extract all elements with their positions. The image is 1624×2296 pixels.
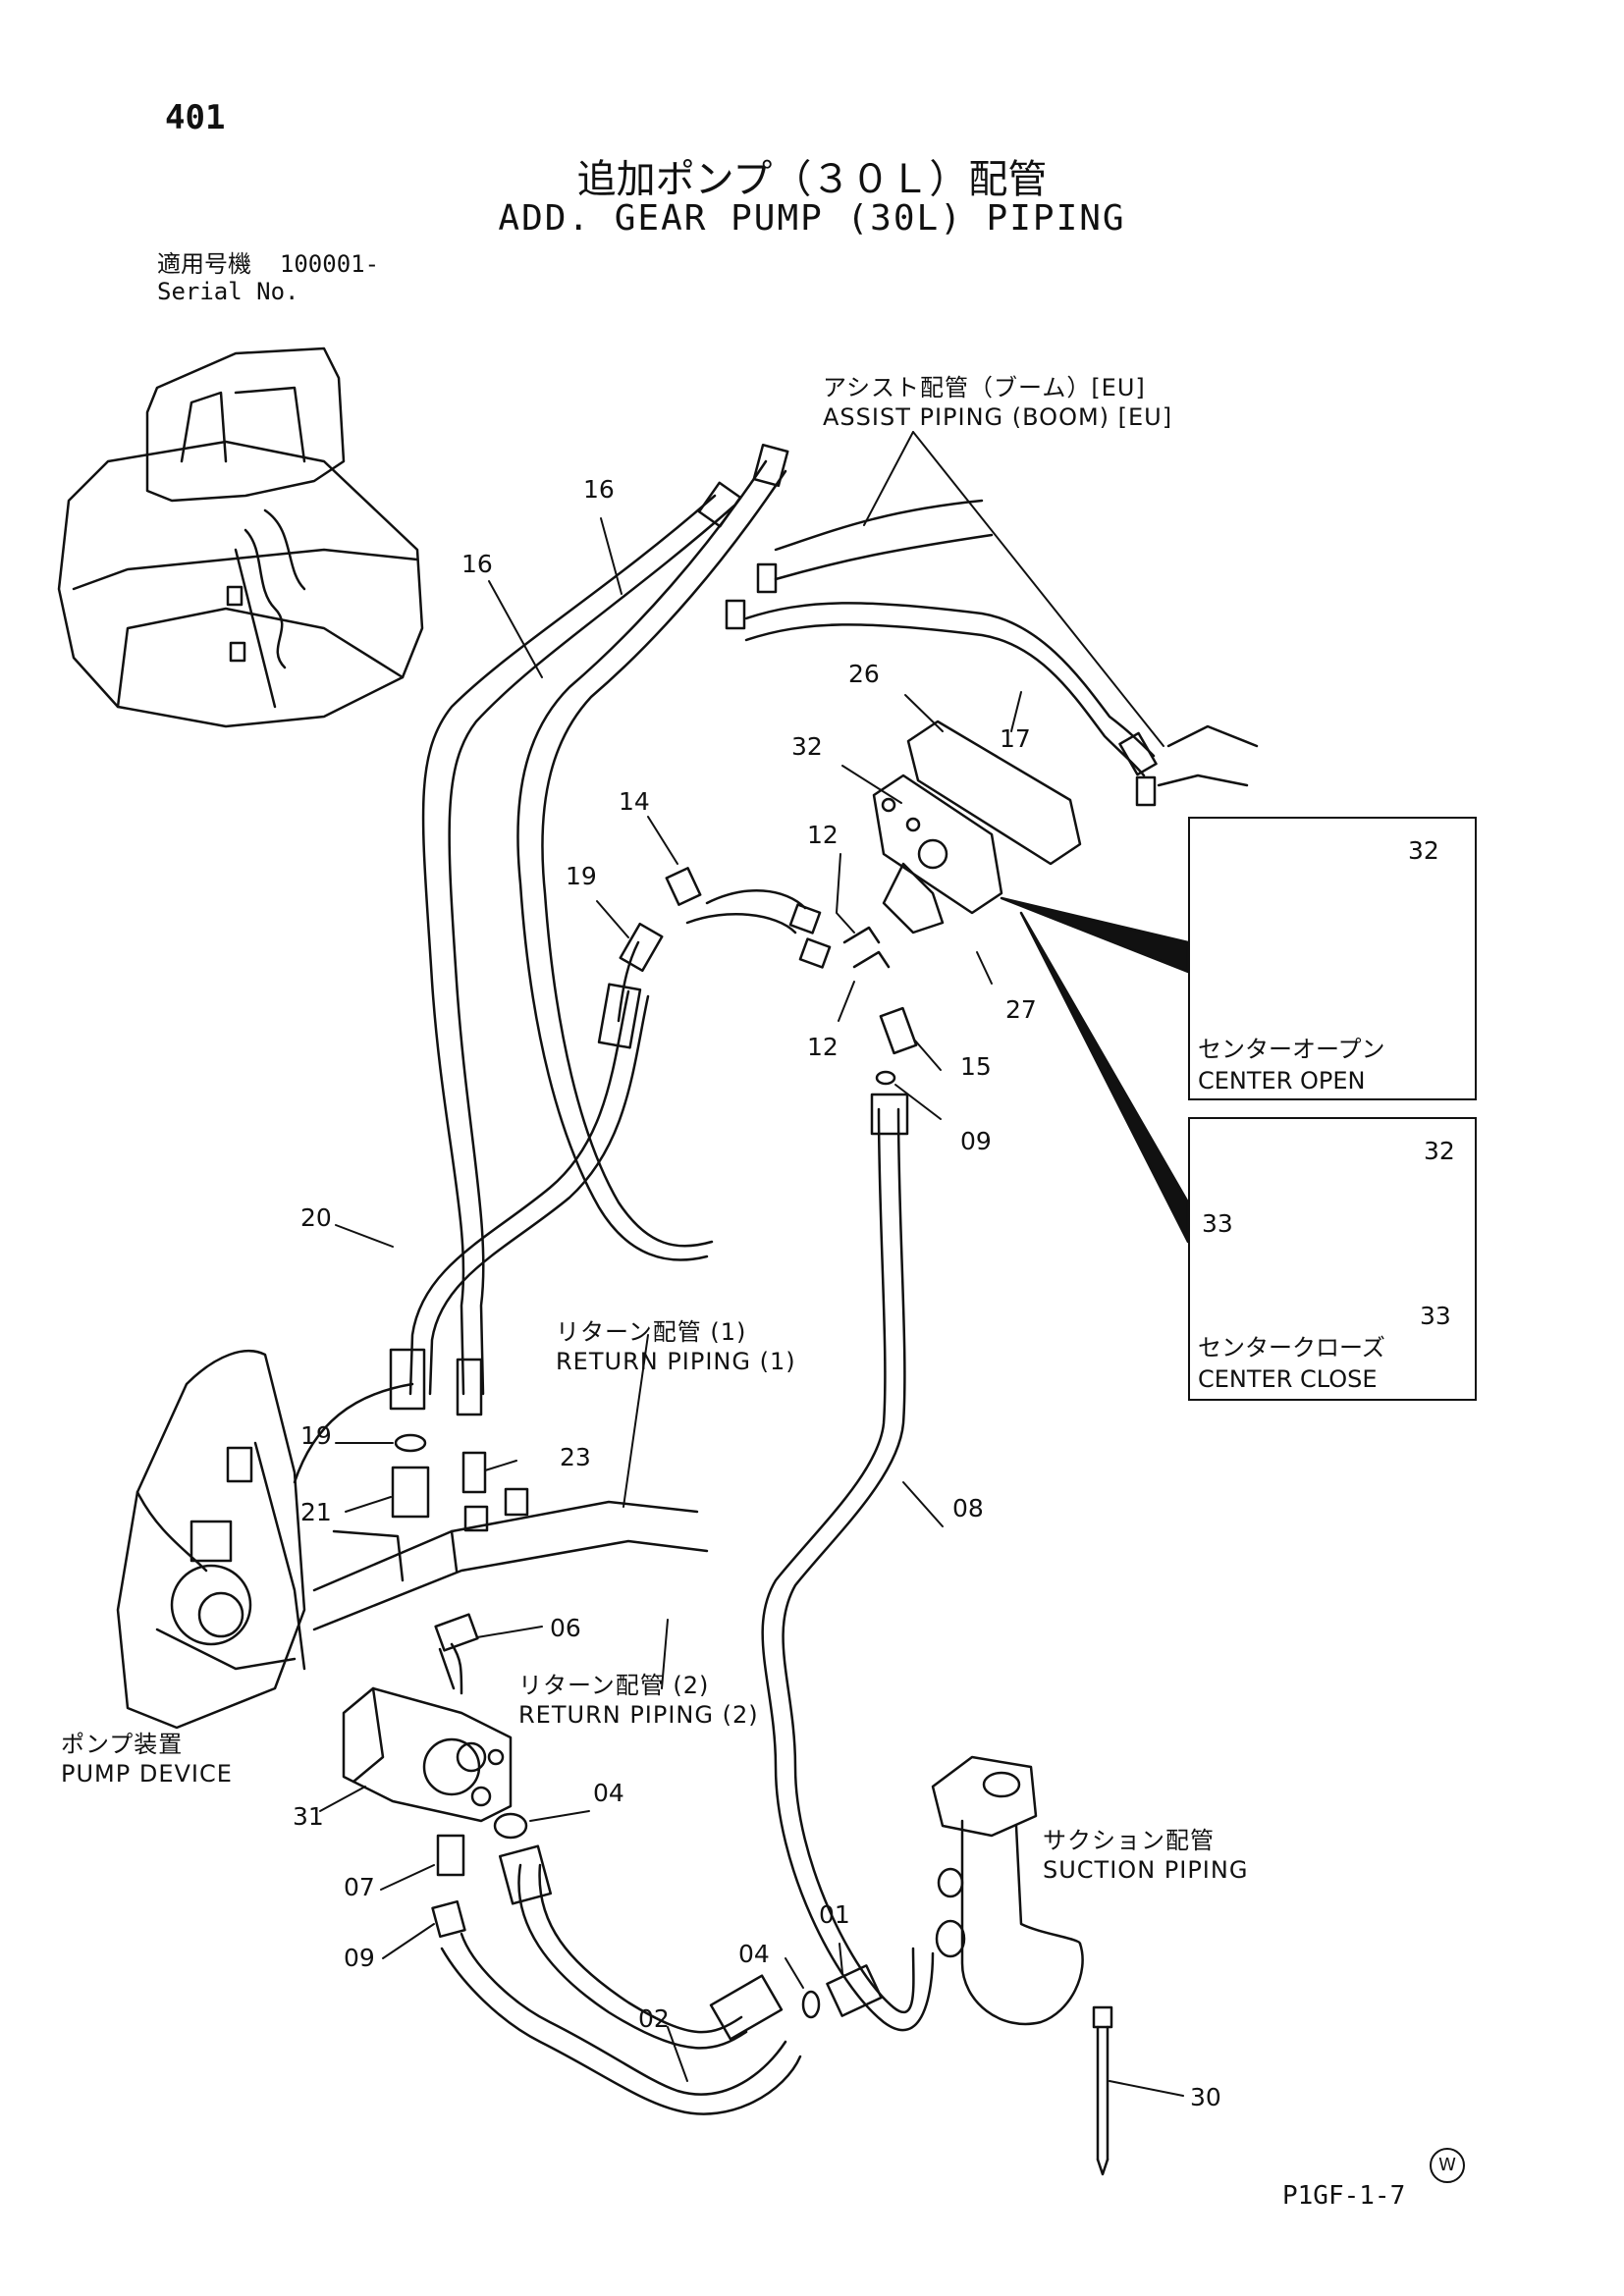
suction-piping-label-jp: サクション配管 (1043, 1827, 1215, 1854)
part-number-19-lower: 19 (300, 1421, 332, 1450)
part-number-12-upper: 12 (807, 821, 839, 849)
assist-piping-label: アシスト配管（ブーム）[EU] ASSIST PIPING (BOOM) [EU… (823, 373, 1172, 432)
part-number-14: 14 (619, 787, 650, 816)
part-number-31: 31 (293, 1802, 324, 1831)
part-number-30: 30 (1190, 2083, 1221, 2111)
inset-open-part-32: 32 (1408, 836, 1439, 865)
suction-piping-label-en: SUCTION PIPING (1043, 1856, 1249, 1884)
pipe-08 (761, 1093, 935, 2032)
watermark-stamp: W (1430, 2148, 1465, 2183)
page-code: P1GF-1-7 (1282, 2181, 1406, 2211)
inset-close-part-33-right: 33 (1420, 1302, 1451, 1330)
part-number-09-lower: 09 (344, 1944, 375, 1972)
part-number-09-upper: 09 (960, 1127, 992, 1155)
return-piping-1-label: リターン配管 (1) RETURN PIPING (1) (556, 1317, 796, 1376)
part-number-07: 07 (344, 1873, 375, 1901)
inset-close-part-33-left: 33 (1202, 1209, 1233, 1238)
inset-center-open: 32 センターオープン CENTER OPEN (1188, 817, 1477, 1100)
title-english: ADD. GEAR PUMP (30L) PIPING (498, 198, 1126, 239)
suction-piping (931, 1755, 1084, 2026)
part-number-17: 17 (1000, 724, 1031, 753)
assist-piping-label-jp: アシスト配管（ブーム）[EU] (823, 374, 1146, 401)
part-number-23: 23 (560, 1443, 591, 1471)
part-number-20: 20 (300, 1203, 332, 1232)
return-piping-2-label-jp: リターン配管 (2) (518, 1672, 710, 1699)
serial-label-jp: 適用号機 (157, 250, 251, 278)
part-number-27: 27 (1005, 995, 1037, 1024)
part-number-16-upper: 16 (583, 475, 615, 504)
part-number-04-upper: 04 (593, 1779, 624, 1807)
serial-value: 100001- (279, 250, 380, 278)
pump-device-engine (116, 1350, 306, 1730)
serial-block: 適用号機 100001- Serial No. (157, 250, 379, 305)
inset-center-close: 32 33 33 センタークローズ CENTER CLOSE (1188, 1117, 1477, 1401)
part-number-12-lower: 12 (807, 1033, 839, 1061)
leader-lines (319, 431, 1184, 2097)
serial-label-en: Serial No. (157, 278, 299, 305)
inset-open-caption-jp: センターオープン (1198, 1036, 1385, 1063)
suction-piping-label: サクション配管 SUCTION PIPING (1043, 1826, 1248, 1885)
part-number-32: 32 (791, 732, 823, 761)
inset-close-caption-jp: センタークローズ (1198, 1334, 1385, 1362)
pump-device-label-en: PUMP DEVICE (61, 1760, 233, 1788)
part-number-26: 26 (848, 660, 880, 688)
return-piping-1-label-en: RETURN PIPING (1) (556, 1348, 796, 1375)
assist-piping (725, 499, 1259, 807)
cable-tie (1092, 2005, 1113, 2176)
pump-device-label: ポンプ装置 PUMP DEVICE (61, 1730, 233, 1789)
inset-open-caption-en: CENTER OPEN (1198, 1067, 1366, 1095)
pump-device-label-jp: ポンプ装置 (61, 1731, 184, 1758)
return-piping-2-label-en: RETURN PIPING (2) (518, 1701, 759, 1729)
gear-pump (342, 1613, 528, 1840)
part-number-19-upper: 19 (566, 862, 597, 890)
return-piping-2-label: リターン配管 (2) RETURN PIPING (2) (518, 1671, 759, 1730)
return-piping-1-label-jp: リターン配管 (1) (556, 1318, 747, 1346)
assist-piping-label-en: ASSIST PIPING (BOOM) [EU] (823, 403, 1173, 431)
frame-structure (253, 1382, 709, 1671)
inset-close-part-32: 32 (1424, 1137, 1455, 1165)
part-number-01: 01 (819, 1900, 850, 1929)
part-number-16-lower: 16 (461, 550, 493, 578)
part-number-06: 06 (550, 1614, 581, 1642)
hose-16-pair (421, 459, 787, 1396)
hose-02 (440, 1844, 802, 2115)
page-number: 401 (165, 98, 226, 137)
part-number-21: 21 (300, 1498, 332, 1526)
inset-close-caption-en: CENTER CLOSE (1198, 1365, 1378, 1393)
title-japanese: 追加ポンプ（３０Ｌ）配管 (576, 157, 1048, 202)
valve-assembly (872, 720, 1082, 934)
part-number-08: 08 (952, 1494, 984, 1522)
hose-20 (389, 983, 650, 1416)
excavator-thumbnail (57, 347, 424, 728)
part-number-15: 15 (960, 1052, 992, 1081)
inset-pointer-open (1000, 896, 1190, 974)
part-number-02: 02 (638, 2004, 670, 2033)
part-number-04-lower: 04 (738, 1940, 770, 1968)
